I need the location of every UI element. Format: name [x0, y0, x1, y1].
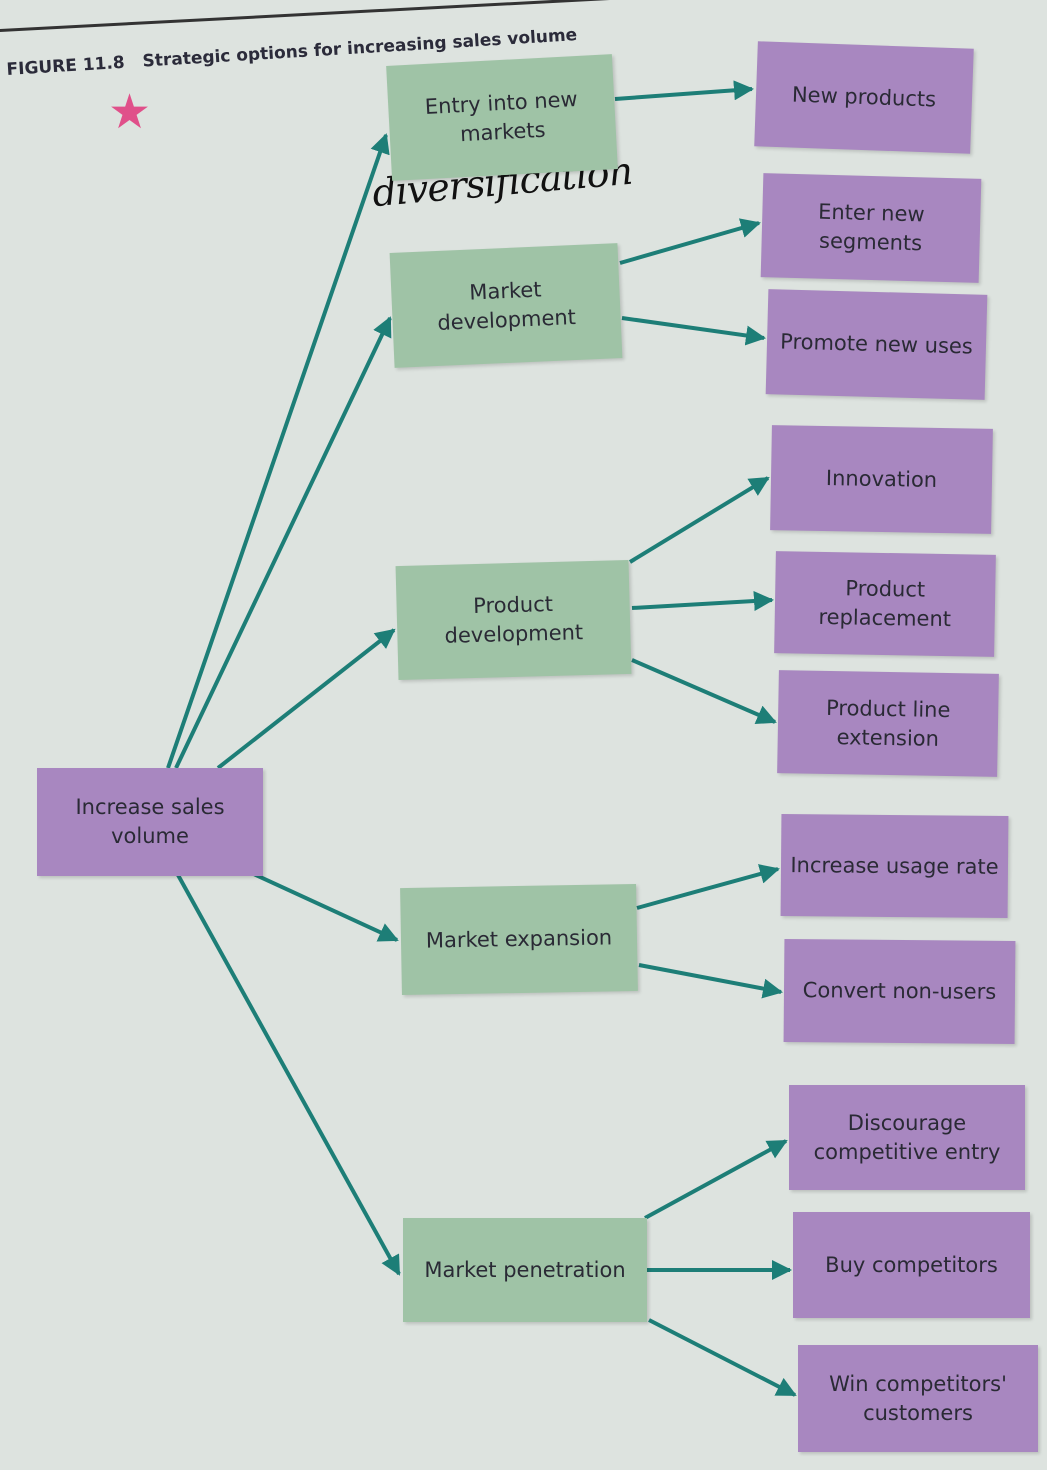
option-win-competitors-customers: Win competitors' customers [798, 1345, 1038, 1452]
arrow [621, 316, 766, 346]
handdrawn-star-icon: ★ [108, 84, 152, 140]
option-convert-non-users: Convert non-users [783, 938, 1016, 1045]
strategy-entry-into-new-markets: Entry into new markets [386, 54, 618, 181]
arrow [216, 628, 396, 770]
arrow [244, 868, 399, 942]
option-product-replacement: Product replacement [774, 551, 996, 657]
option-innovation: Innovation [770, 425, 993, 534]
option-discourage-competitive-entry: Discourage competitive entry [789, 1085, 1025, 1190]
arrow [619, 218, 761, 265]
arrow [648, 1318, 797, 1397]
option-promote-new-uses: Promote new uses [765, 289, 988, 400]
arrow [636, 864, 780, 910]
option-enter-new-segments: Enter new segments [760, 173, 982, 283]
strategy-market-expansion: Market expansion [400, 883, 638, 996]
option-product-line-extension: Product line extension [777, 670, 999, 777]
arrow [166, 133, 390, 769]
arrow [631, 658, 777, 725]
arrow [176, 874, 401, 1276]
strategy-product-development: Product development [395, 559, 632, 681]
arrow [644, 1139, 788, 1220]
option-increase-usage-rate: Increase usage rate [780, 814, 1009, 918]
option-buy-competitors: Buy competitors [793, 1212, 1030, 1318]
root-node-increase-sales-volume: Increase sales volume [37, 768, 263, 876]
strategy-market-development: Market development [389, 243, 623, 368]
option-new-products: New products [754, 41, 974, 154]
arrow [628, 476, 770, 564]
arrow [614, 80, 754, 101]
strategy-market-penetration: Market penetration [403, 1218, 647, 1322]
arrow [174, 316, 392, 769]
arrow [631, 591, 774, 612]
arrow [638, 963, 783, 999]
